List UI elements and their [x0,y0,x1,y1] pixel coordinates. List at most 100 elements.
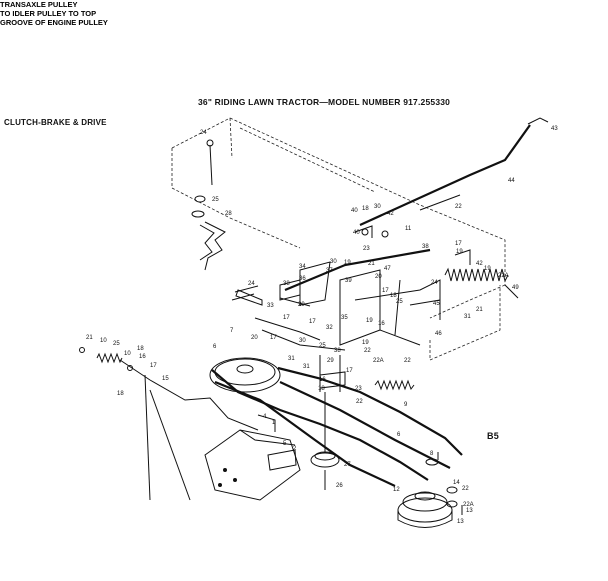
callout-label: 30 [299,338,306,344]
callout-label: 6 [213,344,217,350]
callout-label: 17 [346,368,353,374]
callout-label: 18 [318,386,325,392]
callout-label: 7 [230,328,234,334]
callout-label: 1 [272,420,276,426]
shift-lever-assembly [359,117,549,227]
callout-label: 39 [345,278,352,284]
callout-label: 21 [368,261,375,267]
callout-label: 9 [404,402,408,408]
callout-label: 18 [137,346,144,352]
callout-label: 22 [356,399,363,405]
callout-label: 23 [355,386,362,392]
figure-number: B5 [487,431,499,441]
callout-label: 19 [362,340,369,346]
callout-label: 42 [387,211,394,217]
callout-labels: 24 25 28 40 18 42 30 11 22 43 44 40 38 1… [86,126,558,525]
callout-label: 42 [476,261,483,267]
callout-label: 36 [299,276,306,282]
callout-label: 27 [344,462,351,468]
callout-label: 22A [498,273,509,279]
transaxle-housing [204,414,301,501]
diagram-title: 36" RIDING LAWN TRACTOR—MODEL NUMBER 917… [198,97,451,107]
callout-label: 16 [139,354,146,360]
callout-label: 29 [327,358,334,364]
callout-label: 17 [455,241,462,247]
callout-label: 40 [353,230,360,236]
callout-label: 38 [422,244,429,250]
callout-label: 22 [462,486,469,492]
callout-label: 15 [162,376,169,382]
callout-label: 4 [263,414,267,420]
callout-label: 13 [457,519,464,525]
callout-label: 25 [396,299,403,305]
callout-label: 17 [382,288,389,294]
callout-label: 8 [430,451,434,457]
callout-label: 43 [551,126,558,132]
pulley-routing-note: TRANSAXLE PULLEY TO IDLER PULLEY TO TOP … [0,0,608,27]
callout-label: 20 [375,274,382,280]
callout-label: 32 [326,325,333,331]
callout-label: 44 [508,178,515,184]
callout-label: 49 [512,285,519,291]
idler-pulley [310,392,340,482]
callout-label: 33 [267,303,274,309]
callout-label: 24 [200,130,207,136]
callout-label: 31 [303,364,310,370]
small-hardware [231,225,471,515]
callout-label: 24 [248,281,255,287]
callout-label: 22 [364,348,371,354]
callout-label: 31 [464,314,471,320]
callout-label: 38 [334,348,341,354]
transaxle-pulley [397,458,458,528]
callout-label: 25 [212,197,219,203]
callout-label: 19 [484,266,491,272]
callout-label: 16 [378,321,385,327]
callout-label: 17 [309,319,316,325]
callout-label: 18 [390,293,397,299]
callout-label: 13 [466,508,473,514]
callout-label: 45 [433,301,440,307]
note-line: GROOVE OF ENGINE PULLEY [0,18,108,27]
callout-label: 29 [298,302,305,308]
callout-label: 19 [366,318,373,324]
callout-label: 23 [363,246,370,252]
note-line: TO IDLER PULLEY TO TOP [0,9,97,18]
callout-label: 10 [124,351,131,357]
callout-label: 21 [476,307,483,313]
callout-label: 6 [397,432,401,438]
callout-label: 25 [319,343,326,349]
clutch-brake-linkage [235,248,441,392]
callout-label: 38 [283,281,290,287]
callout-label: 22 [455,204,462,210]
callout-label: 14 [453,480,460,486]
callout-label: 24 [431,280,438,286]
callout-label: 20 [251,335,258,341]
callout-label: 22A [373,358,384,364]
callout-label: 31 [288,356,295,362]
callout-label: 10 [100,338,107,344]
section-title: CLUTCH-BRAKE & DRIVE [4,118,107,127]
callout-label: 30 [330,259,337,265]
clutch-rod-assembly [79,347,259,501]
callout-label: 34 [299,264,306,270]
callout-label: 46 [435,331,442,337]
callout-label: 21 [86,335,93,341]
callout-label: 35 [341,315,348,321]
tractor-frame-outline [171,117,506,361]
bracket-hardware [191,139,226,271]
callout-label: 37 [326,268,333,274]
callout-label: 40 [351,208,358,214]
callout-label: 30 [374,204,381,210]
callout-label: 25 [113,341,120,347]
callout-label: 26 [336,483,343,489]
callout-label: 19 [344,260,351,266]
callout-label: 28 [225,211,232,217]
callout-label: 18 [117,391,124,397]
engine-pulley-and-belt [209,357,463,487]
callout-label: 22A [463,502,474,508]
callout-label: 18 [362,206,369,212]
callout-label: 17 [270,335,277,341]
callout-label: 12 [393,487,400,493]
callout-label: 22 [404,358,411,364]
tension-spring-50 [444,267,519,299]
